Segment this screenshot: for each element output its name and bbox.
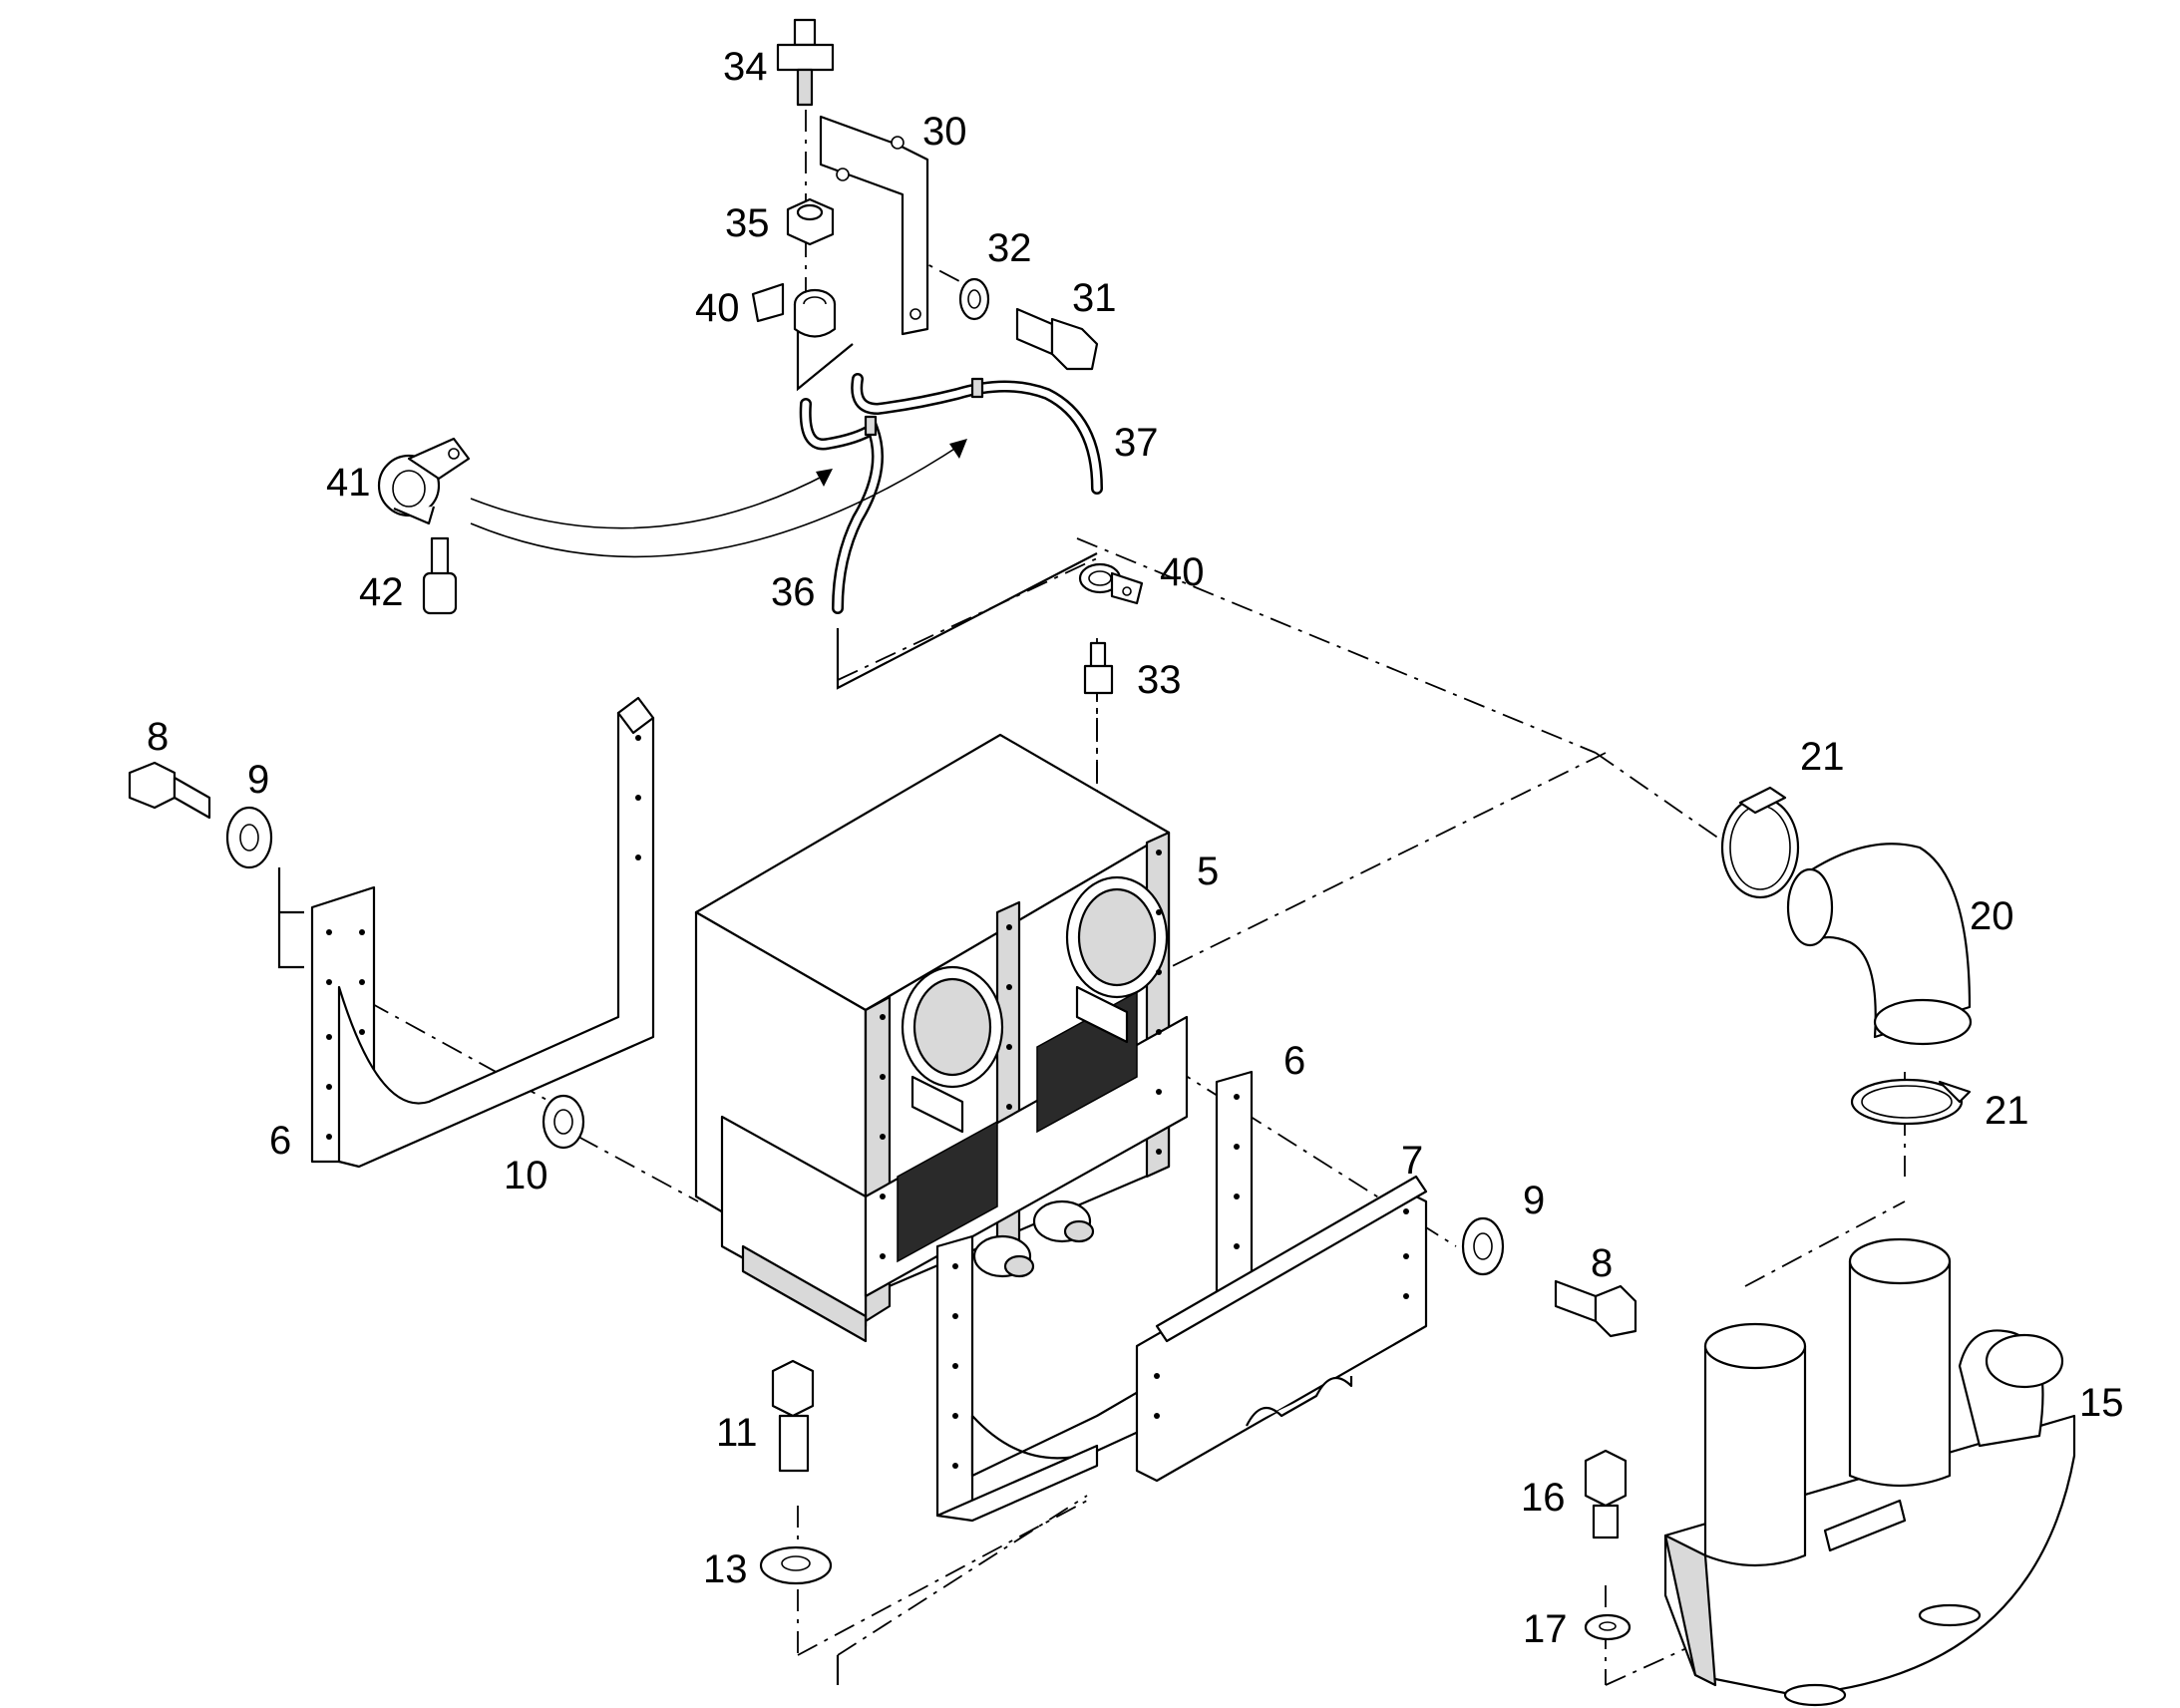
callout-32: 32	[987, 226, 1032, 270]
callout-40-top: 40	[695, 286, 740, 330]
washer-32	[958, 277, 990, 321]
main-heat-exchanger-unit	[694, 733, 1189, 1343]
bolt-31	[1015, 307, 1099, 371]
bolt-8-right	[1554, 1279, 1637, 1338]
bolt-11	[771, 1359, 815, 1473]
bolt-16	[1584, 1449, 1628, 1539]
clamp-location-arrows	[470, 439, 967, 558]
callout-21-top: 21	[1800, 735, 1845, 779]
hose-clamp-21-bottom	[1850, 1078, 1972, 1126]
fitting-33	[1083, 641, 1114, 695]
cover-plate	[1135, 1175, 1428, 1483]
callout-9-left: 9	[247, 758, 269, 802]
callout-8-right: 8	[1591, 1241, 1613, 1285]
callout-8-left: 8	[147, 715, 169, 759]
callout-15: 15	[2079, 1381, 2124, 1425]
callout-16: 16	[1521, 1476, 1566, 1520]
callout-6-right: 6	[1283, 1039, 1305, 1083]
hose-clamp-21-top	[1720, 786, 1800, 899]
left-bracket	[310, 696, 655, 1169]
callout-13: 13	[703, 1547, 748, 1591]
callout-11: 11	[716, 1411, 758, 1455]
callout-17: 17	[1523, 1607, 1568, 1651]
callout-42: 42	[359, 570, 404, 614]
clamp-40-top	[751, 282, 837, 338]
washer-17	[1584, 1613, 1632, 1641]
callout-40-lower: 40	[1160, 550, 1205, 594]
callout-6-left: 6	[269, 1119, 291, 1163]
screw-42	[422, 536, 458, 615]
hoses	[799, 373, 1103, 614]
fitting-34	[776, 18, 835, 107]
callout-20: 20	[1970, 894, 2014, 938]
callout-36: 36	[771, 570, 816, 614]
washer-9-left	[225, 806, 273, 869]
callout-7: 7	[1401, 1139, 1423, 1183]
pipe-bracket	[819, 115, 929, 336]
callout-31: 31	[1072, 276, 1117, 320]
callout-labels: 34 30 35 32 31 40 41 37 42 40 36 33 8 9 …	[147, 45, 2124, 1651]
callout-5: 5	[1197, 850, 1219, 893]
elbow-20	[1786, 843, 1973, 1046]
callout-34: 34	[723, 45, 768, 89]
callout-41: 41	[326, 461, 371, 505]
washer-13	[759, 1545, 833, 1585]
nut-35	[786, 197, 835, 246]
callout-30: 30	[922, 110, 967, 154]
washer-9-right	[1461, 1216, 1505, 1276]
callout-21-bottom: 21	[1985, 1089, 2029, 1133]
callout-37: 37	[1114, 421, 1159, 465]
manifold-15	[1663, 1237, 2076, 1707]
washer-10	[542, 1094, 585, 1150]
bolt-8-left	[128, 761, 211, 820]
callout-10: 10	[504, 1154, 548, 1197]
unit-nozzles	[972, 1199, 1095, 1278]
clamp-40-lower	[1078, 562, 1144, 605]
callout-35: 35	[725, 201, 770, 245]
clamp-41	[377, 437, 471, 525]
callout-33: 33	[1137, 658, 1182, 702]
callout-9-right: 9	[1523, 1179, 1545, 1222]
